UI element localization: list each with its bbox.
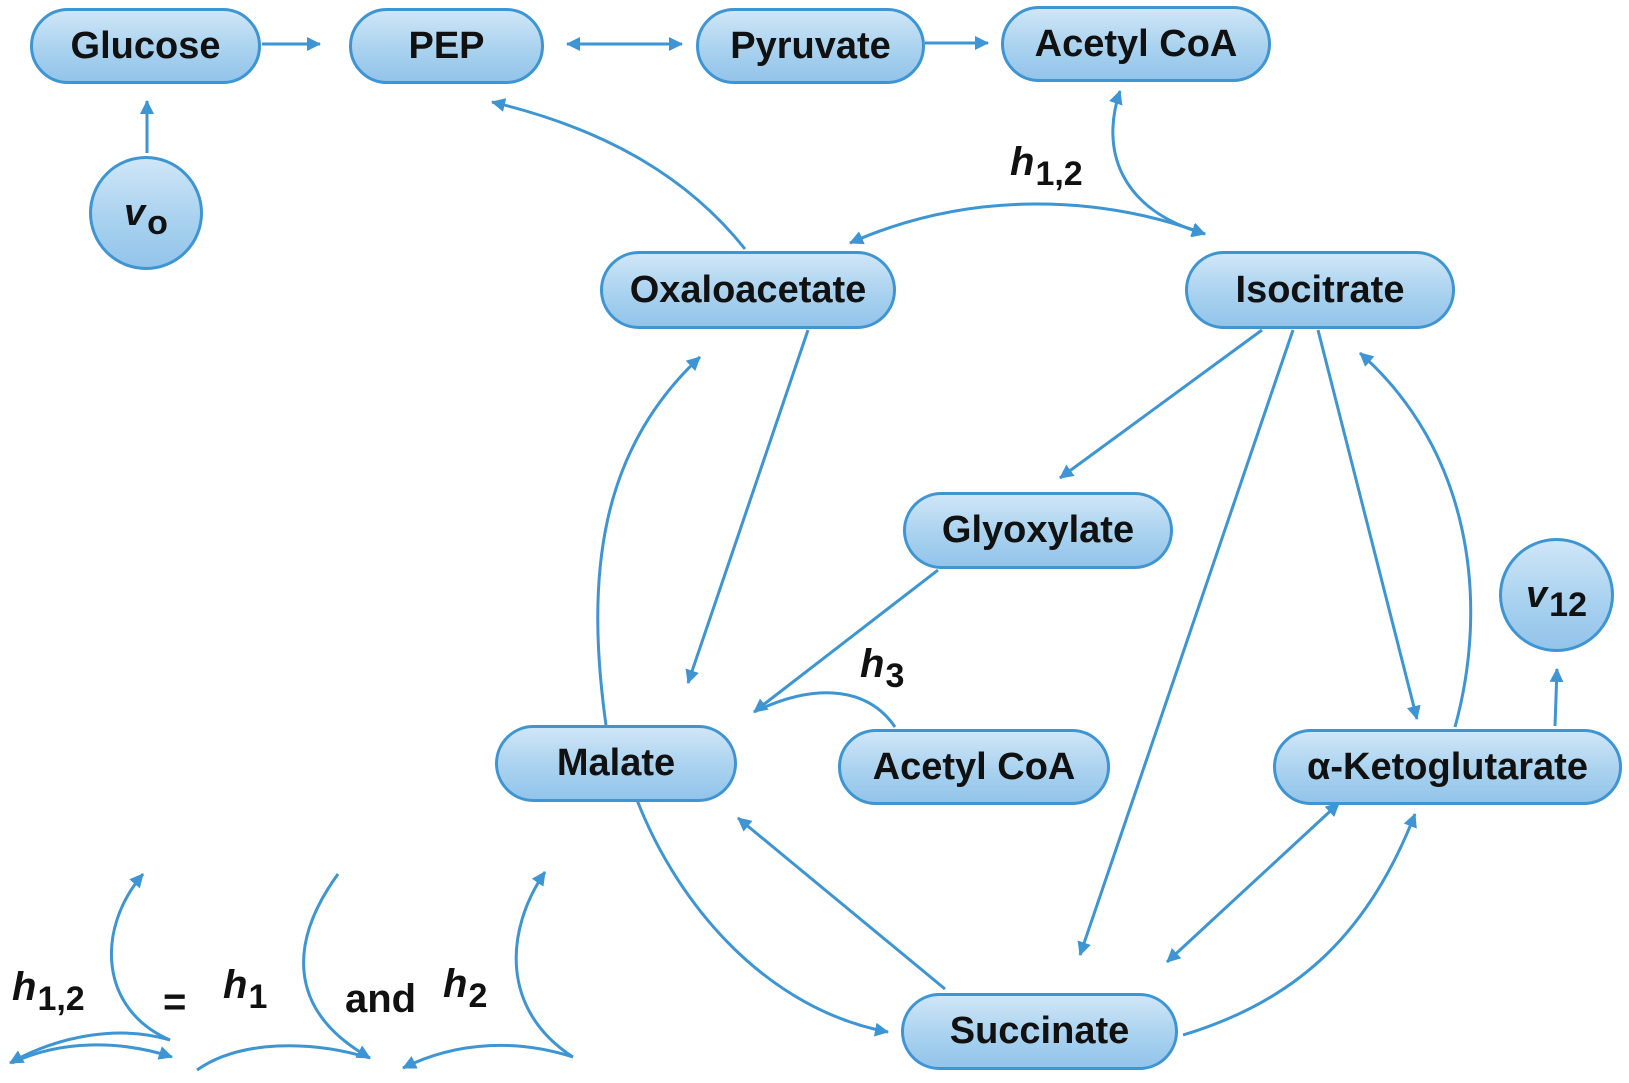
node-glyoxylate: Glyoxylate [903, 492, 1173, 569]
legend-equals: = [163, 980, 187, 1024]
node-isocitrate-label: Isocitrate [1235, 268, 1405, 311]
edge-oxaloacetate-pep [491, 98, 747, 250]
node-v12-symbol: v [1526, 573, 1548, 616]
node-acetyl-coa-mid-label: Acetyl CoA [872, 745, 1076, 788]
node-oxaloacetate: Oxaloacetate [600, 251, 896, 329]
node-v0-sub: o [147, 203, 168, 242]
node-succinate: Succinate [901, 993, 1178, 1070]
legend-h2-base [402, 1043, 574, 1070]
node-glucose-label: Glucose [70, 24, 221, 67]
node-alpha-ketoglutarate: α-Ketoglutarate [1273, 729, 1622, 805]
edge-acetylcoa-h3 [753, 691, 897, 728]
edge-ketoglutarate-isocitrate [1359, 351, 1473, 728]
node-malate: Malate [495, 725, 737, 802]
node-v0-symbol: v [124, 191, 146, 234]
legend-h12-arrow-up [109, 873, 171, 1042]
legend-h12-arrow-right [11, 1043, 173, 1065]
node-isocitrate: Isocitrate [1185, 251, 1455, 329]
legend-h1-label: h1 [223, 963, 267, 1016]
label-h3-sub: 3 [885, 657, 905, 695]
legend-h1-sub: 1 [248, 978, 268, 1016]
legend-h12-sub: 1,2 [37, 980, 85, 1018]
edge-ketoglutarate-succinate [1165, 801, 1341, 964]
label-h12-symbol: h [1010, 140, 1035, 184]
node-malate-label: Malate [556, 742, 676, 784]
label-h12-sub: 1,2 [1035, 155, 1083, 193]
node-pep: PEP [349, 8, 544, 84]
legend-h1-symbol: h [223, 963, 248, 1007]
node-oxaloacetate-label: Oxaloacetate [629, 268, 867, 311]
edge-isocitrate-glyoxylate [1059, 328, 1263, 480]
legend-h12-arrow-left [9, 1031, 171, 1065]
edge-succinate-malate [737, 816, 946, 991]
node-v12-sub: 12 [1549, 585, 1587, 624]
node-pep-label: PEP [408, 24, 485, 67]
legend-h2-sub: 2 [468, 977, 488, 1015]
node-pyruvate-label: Pyruvate [730, 24, 891, 67]
node-acetyl-coa-top: Acetyl CoA [1001, 6, 1271, 82]
legend-h12-symbol: h [12, 965, 37, 1009]
edge-ketoglutarate-v12 [1549, 668, 1564, 727]
node-acetyl-coa-mid: Acetyl CoA [838, 729, 1110, 805]
label-h3: h3 [860, 642, 904, 695]
legend-h2-label: h2 [443, 962, 487, 1015]
node-glucose: Glucose [30, 8, 261, 84]
edge-succinate-ketoglutarate [1182, 813, 1417, 1037]
edge-malate-oxaloacetate [596, 355, 702, 726]
edge-oxaloacetate-malate [685, 329, 810, 684]
node-glyoxylate-label: Glyoxylate [941, 509, 1135, 551]
label-h12: h1,2 [1010, 140, 1083, 193]
node-succinate-label: Succinate [949, 1010, 1130, 1052]
legend-h2-symbol: h [443, 962, 468, 1006]
node-pyruvate: Pyruvate [696, 8, 925, 84]
label-h3-symbol: h [860, 642, 885, 686]
edge-oxaloacetate-isocitrate [849, 202, 1206, 245]
node-alpha-ketoglutarate-label: α-Ketoglutarate [1307, 745, 1588, 788]
edge-isocitrate-succinate [1077, 329, 1295, 956]
edge-glyoxylate-malate [753, 568, 939, 714]
edge-isocitrate-ketoglutarate [1316, 329, 1421, 720]
node-acetyl-coa-top-label: Acetyl CoA [1034, 22, 1238, 65]
legend-h12-label: h1,2 [12, 965, 85, 1018]
edge-malate-succinate [635, 799, 889, 1037]
legend-h1-base [196, 1044, 371, 1072]
legend-h2-arrow [514, 871, 574, 1059]
legend-h1-arrow [302, 873, 371, 1060]
legend-and: and [345, 977, 417, 1021]
